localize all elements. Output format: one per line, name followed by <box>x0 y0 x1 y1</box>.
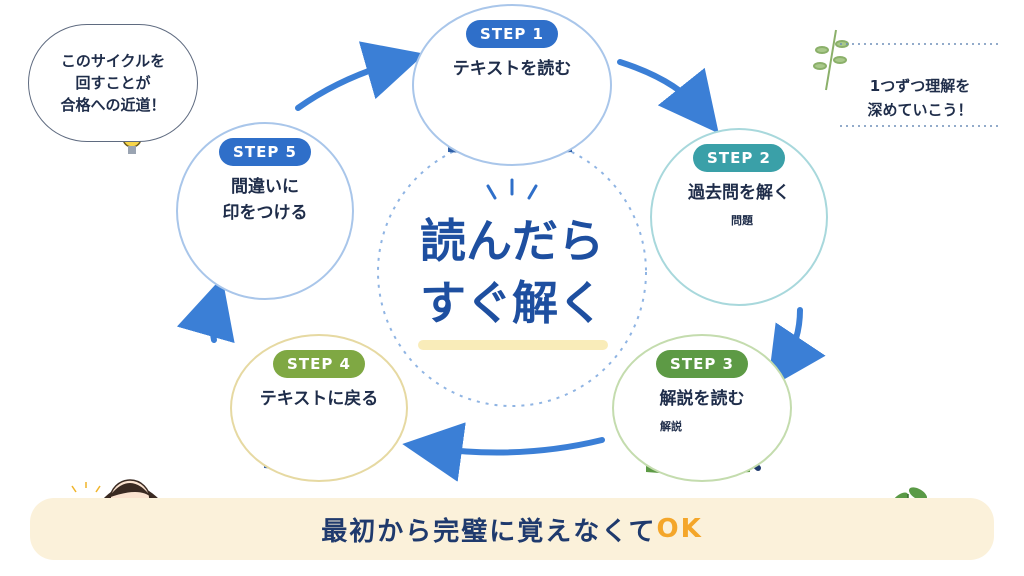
girl-avatar <box>70 470 170 560</box>
step-1: STEP 1 テキストを読む <box>412 4 612 166</box>
lightbulb-icon <box>122 128 142 154</box>
step-4: STEP 4 テキストに戻る <box>230 334 408 482</box>
step-2-sheet-title: 問題 <box>731 214 753 227</box>
step-2-badge: STEP 2 <box>693 144 785 172</box>
step-3: STEP 3 解説を読む <box>612 334 792 482</box>
step-3-label: 解説を読む <box>659 389 745 409</box>
step-2-label: 過去問を解く <box>688 183 790 203</box>
banner-text-ok: OK <box>656 514 703 544</box>
step-3-book-title: 解説 <box>660 420 682 433</box>
speech-bubble: このサイクルを 回すことが 合格への近道！ <box>28 24 198 142</box>
step-5-label: 間違いに 印をつける <box>222 177 308 223</box>
speech-bubble-text: このサイクルを 回すことが 合格への近道！ <box>60 52 166 114</box>
books-plant-mug-icon <box>810 484 940 558</box>
step-1-label: テキストを読む <box>452 59 572 79</box>
step-5: STEP 5 間違いに 印をつける <box>176 122 354 300</box>
side-note: 1つずつ理解を 深めていこう！ <box>846 50 994 122</box>
bottom-banner <box>30 498 994 560</box>
step-4-label: テキストに戻る <box>259 389 379 409</box>
side-note-text: 1つずつ理解を 深めていこう！ <box>867 77 973 119</box>
step-5-badge: STEP 5 <box>219 138 311 166</box>
step-1-badge: STEP 1 <box>466 20 558 48</box>
step-2: STEP 2 過去問を解く <box>650 128 828 306</box>
center-title: 読んだら すぐ解く <box>420 214 604 330</box>
step-3-badge: STEP 3 <box>656 350 748 378</box>
banner-text-main: 最初から完璧に覚えなくて <box>321 516 657 547</box>
step-4-badge: STEP 4 <box>273 350 365 378</box>
